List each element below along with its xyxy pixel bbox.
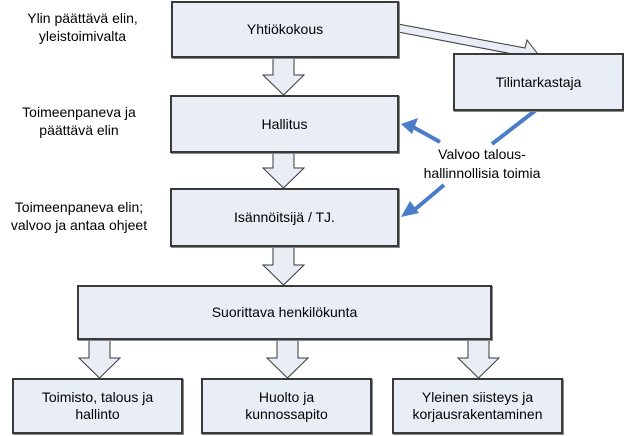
arrow-suorittava-siisteys [456,339,501,379]
node-toimisto[interactable]: Toimisto, talous ja hallinto [12,378,183,434]
node-tilintarkastaja-label: Tilintarkastaja [495,73,582,90]
side-label-hallitus: Toimeenpaneva ja päättävä elin [22,104,136,138]
node-hallitus[interactable]: Hallitus [170,95,399,153]
node-suorittava[interactable]: Suorittava henkilökunta [77,285,492,340]
side-label-isannoitsija: Toimeenpaneva elin; valvoo ja antaa ohje… [10,199,148,233]
arrow-isannoitsija-suorittava [261,246,306,286]
node-huolto-label: Huolto ja kunnossapito [245,389,328,422]
side-label-yhtiokokous: Ylin päättävä elin, yleistoimivalta [27,10,138,44]
node-tilintarkastaja[interactable]: Tilintarkastaja [453,53,624,111]
audit-arrowhead-hallitus [401,118,418,134]
node-yhtiokokous-label: Yhtiökokous [246,21,324,37]
node-suorittava-label: Suorittava henkilökunta [211,304,358,320]
node-siisteys-label: Yleinen siisteys ja korjausrakentaminen [412,389,543,422]
node-huolto[interactable]: Huolto ja kunnossapito [201,378,372,434]
arrow-hallitus-isannoitsija [261,152,306,189]
node-siisteys[interactable]: Yleinen siisteys ja korjausrakentaminen [392,378,563,434]
arrow-yhtiokokous-hallitus [261,57,306,96]
node-isannoitsija-label: Isännöitsijä / TJ. [234,209,335,225]
audit-line-to-hallitus [412,125,441,144]
audit-arrowhead-isannoitsija [401,201,419,217]
node-isannoitsija[interactable]: Isännöitsijä / TJ. [170,188,399,247]
node-hallitus-label: Hallitus [261,115,308,132]
node-yhtiokokous[interactable]: Yhtiökokous [171,1,399,58]
audit-line-to-isannoitsija [411,183,446,213]
node-toimisto-label: Toimisto, talous ja hallinto [41,389,154,422]
arrow-suorittava-toimisto [77,339,122,379]
audit-line-from-tilintarkastaja [490,108,538,146]
audit-label: Valvoo talous- hallinnollisia toimia [423,146,541,181]
arrow-suorittava-huolto [265,339,310,379]
